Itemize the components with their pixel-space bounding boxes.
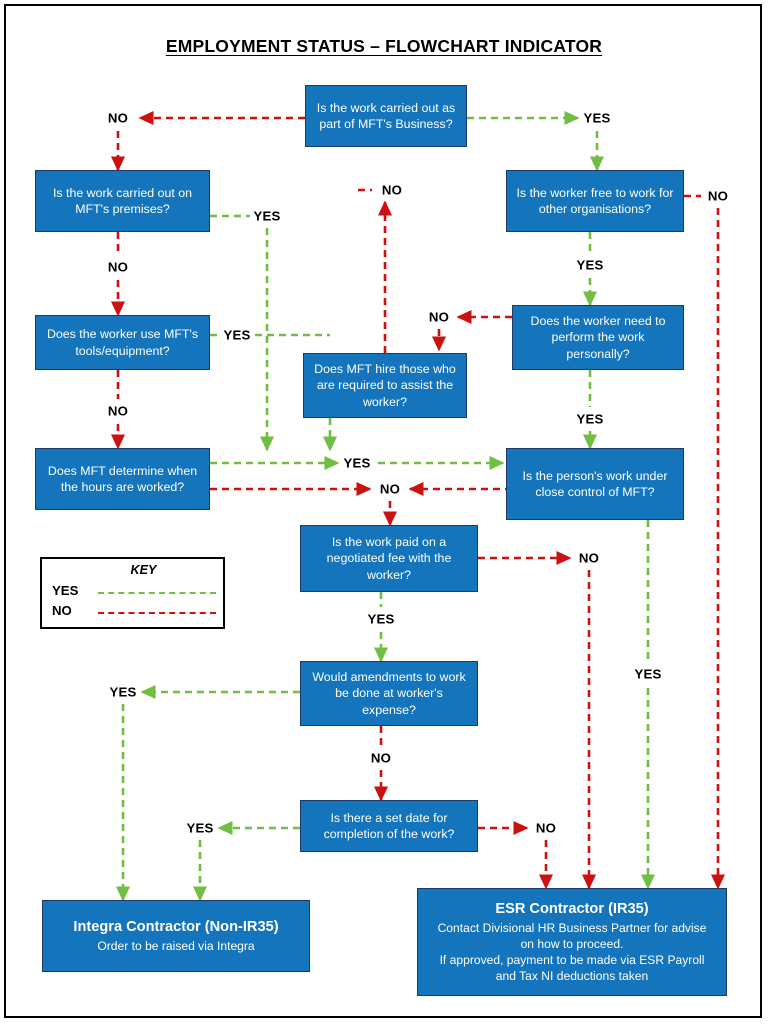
node-q7[interactable]: Does MFT hire those who are required to … [303, 353, 467, 418]
outcome-integra-heading: Integra Contractor (Non-IR35) [73, 918, 279, 935]
node-q8-text: Is the person's work under close control… [522, 468, 668, 499]
edge-label-l10: NO [107, 403, 129, 419]
legend-title: KEY [130, 563, 157, 577]
node-q1[interactable]: Is the work carried out as part of MFT's… [305, 85, 467, 147]
node-q2[interactable]: Is the work carried out on MFT's premise… [35, 170, 210, 232]
node-q4-text: Does MFT determine when the hours are wo… [47, 463, 198, 494]
outcome-esr-line4: and Tax NI deductions taken [495, 969, 649, 984]
outcome-esr-line1: Contact Divisional HR Business Partner f… [437, 921, 707, 936]
legend-no-line [98, 612, 216, 614]
edge-label-l6: NO [107, 259, 129, 275]
node-q6-text: Does the worker need to perform the work… [530, 313, 666, 361]
edge-label-l18: NO [370, 750, 392, 766]
outcome-integra[interactable]: Integra Contractor (Non-IR35) Order to b… [42, 900, 310, 972]
legend-no-label: NO [52, 603, 72, 618]
node-q10[interactable]: Would amendments to work be done at work… [300, 661, 478, 726]
edge-label-l14: NO [578, 550, 600, 566]
edge-label-l15: YES [367, 611, 395, 627]
node-q11-text: Is there a set date for completion of th… [323, 810, 455, 841]
outcome-esr[interactable]: ESR Contractor (IR35) Contact Divisional… [417, 888, 727, 996]
outcome-esr-heading: ESR Contractor (IR35) [495, 900, 649, 917]
legend-yes-line [98, 592, 216, 594]
node-q1-text: Is the work carried out as part of MFT's… [316, 100, 456, 131]
node-q3[interactable]: Does the worker use MFT's tools/equipmen… [35, 315, 210, 370]
edge-label-l2: YES [583, 110, 611, 126]
node-q5[interactable]: Is the worker free to work for other org… [506, 170, 684, 232]
node-q7-text: Does MFT hire those who are required to … [314, 361, 456, 409]
edge-label-l16: YES [634, 666, 662, 682]
edge-label-l11: YES [576, 411, 604, 427]
edge-label-l1: NO [107, 110, 129, 126]
node-q9[interactable]: Is the work paid on a negotiated fee wit… [300, 525, 478, 592]
outcome-esr-line3: If approved, payment to be made via ESR … [439, 953, 705, 968]
edge-label-l12: YES [343, 455, 371, 471]
edge-label-l4: NO [707, 188, 729, 204]
edge-label-l3: NO [381, 182, 403, 198]
node-q8[interactable]: Is the person's work under close control… [506, 448, 684, 520]
node-q2-text: Is the work carried out on MFT's premise… [52, 185, 193, 216]
edge-label-l5: YES [253, 208, 281, 224]
legend-yes-label: YES [52, 583, 79, 598]
node-q6[interactable]: Does the worker need to perform the work… [512, 305, 684, 370]
node-q5-text: Is the worker free to work for other org… [516, 185, 674, 216]
edge-label-l9: NO [428, 309, 450, 325]
node-q10-text: Would amendments to work be done at work… [312, 669, 466, 717]
edge-label-l7: YES [576, 257, 604, 273]
edge-label-l20: NO [535, 820, 557, 836]
outcome-integra-detail: Order to be raised via Integra [97, 939, 255, 954]
outcome-esr-line2: on how to proceed. [520, 937, 624, 952]
node-q3-text: Does the worker use MFT's tools/equipmen… [46, 327, 199, 358]
node-q9-text: Is the work paid on a negotiated fee wit… [326, 534, 452, 582]
edge-label-l19: YES [186, 820, 214, 836]
page-title: EMPLOYMENT STATUS – FLOWCHART INDICATOR [165, 36, 603, 56]
edge-label-l17: YES [109, 684, 137, 700]
legend-key: KEY YES NO [40, 557, 225, 629]
node-q11[interactable]: Is there a set date for completion of th… [300, 800, 478, 852]
edge-label-l13: NO [379, 481, 401, 497]
edge-label-l8: YES [223, 327, 251, 343]
node-q4[interactable]: Does MFT determine when the hours are wo… [35, 448, 210, 510]
